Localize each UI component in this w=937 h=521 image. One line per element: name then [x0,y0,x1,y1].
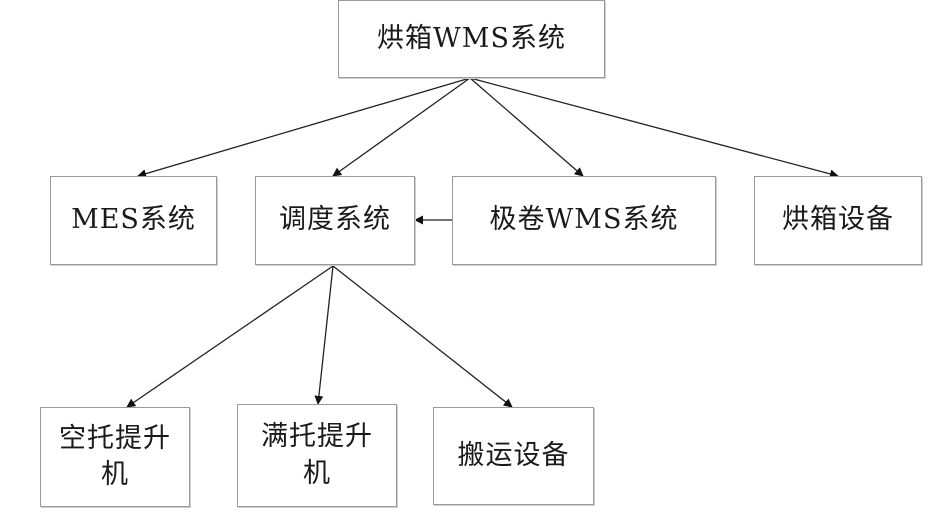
node-pole-wms-system-label: 极卷WMS系统 [490,202,679,238]
edge-dispatch-to-full-lift [318,266,333,404]
node-dispatch-system: 调度系统 [255,176,415,265]
node-mes-system-label: MES系统 [71,202,196,238]
node-full-pallet-lift-label: 满托提升 机 [261,419,373,492]
edge-dispatch-to-transport [333,266,512,407]
node-oven-equipment: 烘箱设备 [754,176,922,265]
node-empty-pallet-lift: 空托提升 机 [40,407,190,507]
edge-dispatch-to-empty-lift [127,266,333,407]
node-empty-pallet-lift-label: 空托提升 机 [59,421,171,494]
edge-root-to-mes [138,78,470,176]
edge-root-to-oven [470,78,838,176]
edge-root-to-dispatch [333,78,470,176]
node-pole-wms-system: 极卷WMS系统 [452,176,716,265]
node-full-pallet-lift: 满托提升 机 [237,404,397,507]
node-transport-equipment-label: 搬运设备 [458,438,570,474]
node-oven-wms-system: 烘箱WMS系统 [338,0,605,78]
node-oven-equipment-label: 烘箱设备 [782,202,894,238]
node-dispatch-system-label: 调度系统 [279,202,391,238]
node-oven-wms-system-label: 烘箱WMS系统 [377,21,566,57]
node-mes-system: MES系统 [50,176,217,265]
node-transport-equipment: 搬运设备 [433,407,594,505]
